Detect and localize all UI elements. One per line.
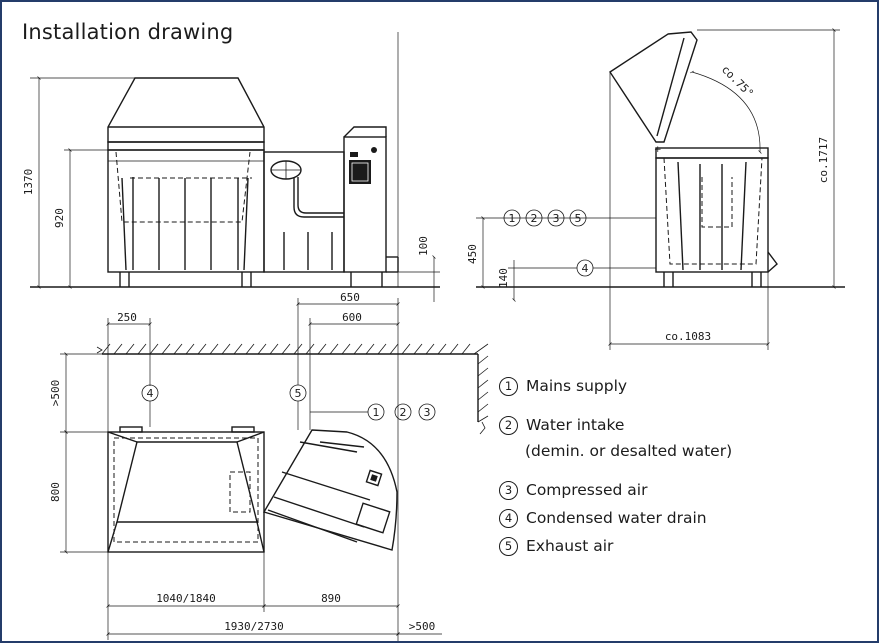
legend-label: Compressed air [526, 481, 648, 499]
side-callout-1: 1 [509, 212, 516, 225]
side-callout-4: 4 [582, 262, 589, 275]
svg-text:+: + [654, 145, 662, 155]
dim-co-1083: co.1083 [665, 330, 711, 343]
legend-number: 3 [499, 481, 518, 500]
front-view: 1370 920 100 [22, 32, 440, 302]
side-rim [655, 147, 769, 159]
dim-600: 600 [342, 311, 362, 324]
legend-item-mains-supply: 1 Mains supply [499, 376, 627, 397]
dim-920: 920 [53, 208, 66, 228]
top-callout-2: 2 [400, 406, 407, 419]
dim-100: 100 [417, 236, 430, 256]
top-callout-5: 5 [295, 387, 302, 400]
front-cabinet [107, 149, 265, 273]
legend-item-compressed-air: 3 Compressed air [499, 480, 647, 501]
dim-450: 450 [466, 244, 479, 264]
dim-gt500-left: >500 [49, 380, 62, 407]
top-view: 250 4 650 600 5 1 2 3 [49, 291, 489, 641]
top-basin [107, 431, 265, 553]
legend-item-condensed-water-drain: 4 Condensed water drain [499, 508, 707, 529]
legend-label: Exhaust air [526, 537, 614, 555]
legend-label: Water intake [526, 416, 625, 434]
side-callout-3: 3 [553, 212, 560, 225]
legend-label: (demin. or desalted water) [525, 442, 733, 460]
dim-co-1717: co.1717 [817, 137, 830, 183]
legend-item-water-intake: 2 Water intake [499, 415, 624, 436]
top-callout-3: 3 [424, 406, 431, 419]
legend-item-exhaust-air: 5 Exhaust air [499, 536, 613, 557]
dim-1370: 1370 [22, 169, 35, 196]
side-open-lid [609, 31, 698, 143]
dim-650: 650 [340, 291, 360, 304]
legend-label: Condensed water drain [526, 509, 707, 527]
dim-140: 140 [497, 268, 510, 288]
dim-800: 800 [49, 482, 62, 502]
front-hood [107, 77, 265, 143]
legend-number: 5 [499, 537, 518, 556]
front-control-column [343, 136, 387, 273]
page-title: Installation drawing [22, 20, 234, 44]
top-callout-4: 4 [147, 387, 154, 400]
dim-angle-75: co.75° [719, 63, 756, 100]
top-lid [262, 429, 398, 551]
legend-item-water-intake-note: (demin. or desalted water) [525, 441, 732, 462]
side-callout-5: 5 [575, 212, 582, 225]
front-rim [107, 141, 265, 151]
dim-250: 250 [117, 311, 137, 324]
side-callout-2: 2 [531, 212, 538, 225]
top-callout-1: 1 [373, 406, 380, 419]
legend-number: 2 [499, 416, 518, 435]
dim-890: 890 [321, 592, 341, 605]
dim-gt500-right: >500 [409, 620, 436, 633]
legend-number: 1 [499, 377, 518, 396]
legend-label: Mains supply [526, 377, 628, 395]
side-view: co.75° + co.1717 450 [466, 28, 845, 350]
dim-1930-2730: 1930/2730 [224, 620, 284, 633]
control-panel [349, 160, 371, 184]
dim-1040-1840: 1040/1840 [156, 592, 216, 605]
side-body [655, 157, 769, 273]
legend-number: 4 [499, 509, 518, 528]
